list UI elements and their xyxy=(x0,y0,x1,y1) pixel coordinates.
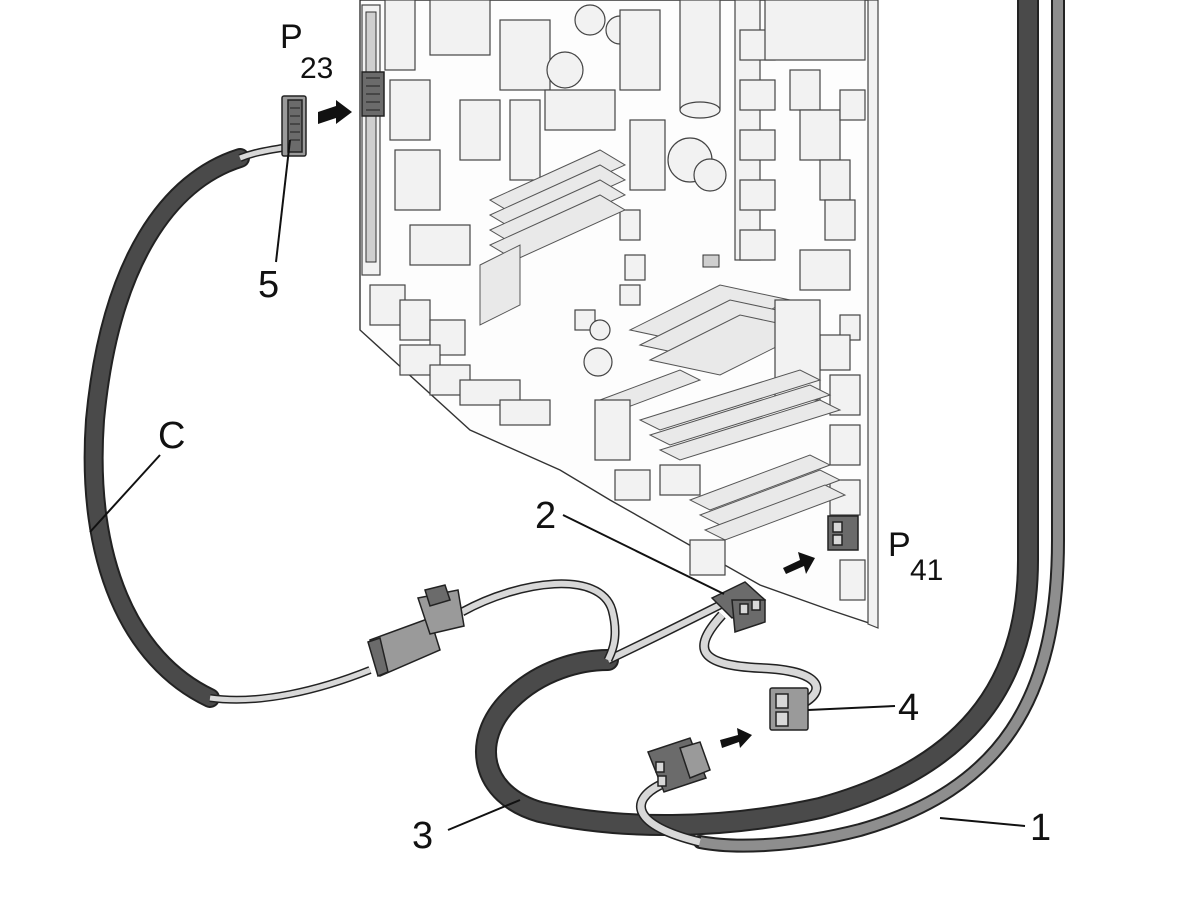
control-board xyxy=(359,0,879,629)
connector-4 xyxy=(769,687,809,731)
lower-mating-connector xyxy=(647,737,711,793)
label-3: 3 xyxy=(412,815,433,857)
label-p41-number: 41 xyxy=(910,554,943,587)
p23-board-header xyxy=(361,71,385,117)
callouts: P 23 P 41 5 C 2 4 3 1 xyxy=(158,18,1051,857)
leader-lines xyxy=(89,139,1026,831)
label-p23-letter: P xyxy=(280,18,303,56)
heatsink-lower xyxy=(583,284,847,576)
label-1: 1 xyxy=(1030,807,1051,849)
leader-5 xyxy=(275,139,291,263)
insertion-arrows xyxy=(318,100,815,748)
leader-4 xyxy=(807,705,896,711)
board-left-components xyxy=(361,0,551,426)
label-p41-letter: P xyxy=(888,526,911,564)
leader-2 xyxy=(562,514,725,595)
connectors xyxy=(281,95,809,793)
p41-board-header xyxy=(827,515,859,551)
arrow-connector-4-icon xyxy=(720,728,752,748)
label-c: C xyxy=(158,415,185,457)
label-2: 2 xyxy=(535,495,556,537)
cable-assembly xyxy=(83,0,1065,853)
label-5: 5 xyxy=(258,264,279,306)
arrow-p41-icon xyxy=(783,552,815,574)
arrow-p23-icon xyxy=(318,100,352,124)
leader-c xyxy=(89,454,161,533)
board-right-connectors xyxy=(734,0,866,601)
leader-1 xyxy=(939,817,1026,827)
p23-plug-connector xyxy=(281,95,307,157)
leader-3 xyxy=(447,799,521,831)
inline-connector xyxy=(367,584,465,678)
label-4: 4 xyxy=(898,687,919,729)
heatsink-upper xyxy=(479,149,627,326)
connector-2 xyxy=(710,581,767,634)
label-p23-number: 23 xyxy=(300,52,333,85)
board-upper-components xyxy=(429,0,727,341)
